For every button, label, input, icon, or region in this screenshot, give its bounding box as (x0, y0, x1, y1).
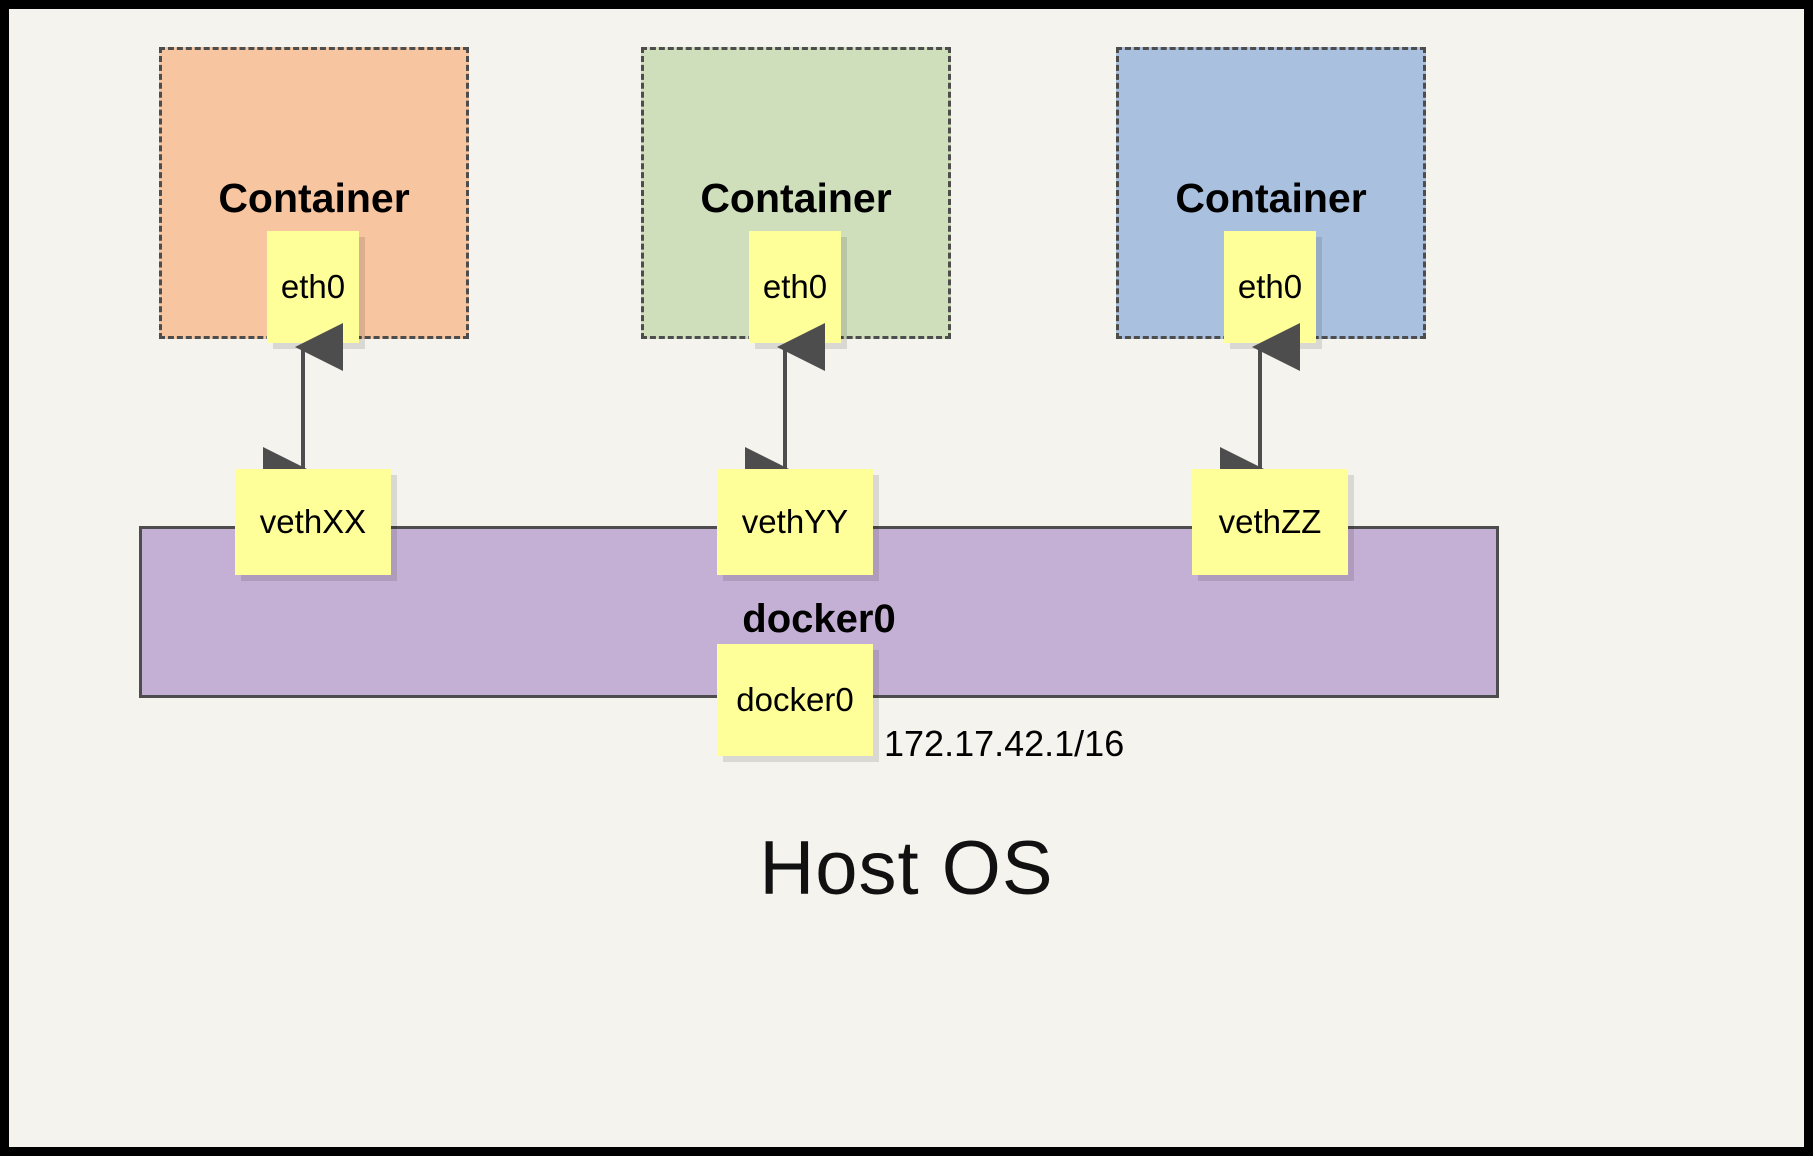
container-title-1: Container (218, 175, 410, 221)
veth-box-2: vethYY (717, 469, 873, 575)
veth-link-arrow-1 (263, 323, 343, 495)
veth-box-3: vethZZ (1192, 469, 1348, 575)
veth-box-1: vethXX (235, 469, 391, 575)
veth-link-arrow-3 (1220, 323, 1300, 495)
docker0-port-box: docker0 (717, 644, 873, 756)
veth-link-arrow-2 (745, 323, 825, 495)
container-title-3: Container (1175, 175, 1367, 221)
container-title-2: Container (700, 175, 892, 221)
diagram-page: Container eth0 Container eth0 Container … (9, 9, 1804, 1147)
docker0-bridge-label: docker0 (742, 597, 896, 641)
host-os-label: Host OS (759, 826, 1054, 911)
docker0-ip-label: 172.17.42.1/16 (884, 723, 1125, 764)
eth0-box-2: eth0 (749, 231, 841, 343)
eth0-box-3: eth0 (1224, 231, 1316, 343)
eth0-box-1: eth0 (267, 231, 359, 343)
